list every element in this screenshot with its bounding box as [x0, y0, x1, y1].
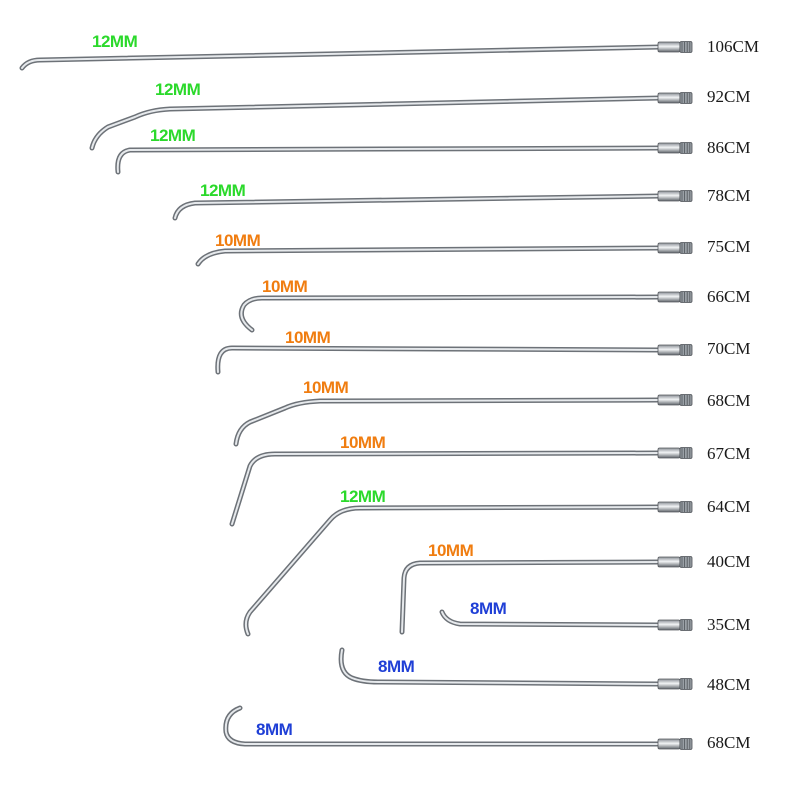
rod-threaded-tip	[679, 142, 693, 154]
rod-threaded-tip	[679, 190, 693, 202]
rod-6	[238, 291, 693, 333]
rod-shaft-highlight	[91, 97, 661, 149]
rod-length-label: 106CM	[707, 37, 759, 56]
rod-length-label: 78CM	[707, 186, 750, 205]
rod-length-label: 92CM	[707, 87, 750, 106]
rod-threaded-tip	[679, 501, 693, 513]
rod-length-label: 64CM	[707, 497, 750, 516]
rod-collar	[657, 619, 681, 631]
rod-shaft-outline	[238, 294, 663, 333]
rod-shaft-highlight	[235, 399, 661, 445]
rod-shaft-highlight	[116, 147, 661, 173]
rod-collar	[657, 344, 681, 356]
rod-shaft-highlight	[216, 347, 661, 373]
rod-shaft-highlight	[21, 46, 661, 69]
rod-threaded-tip	[679, 41, 693, 53]
rod-12	[439, 609, 693, 631]
rod-threaded-tip	[679, 447, 693, 459]
rod-shaft-highlight	[197, 247, 661, 265]
rod-shaft-highlight	[441, 611, 661, 626]
rod-3	[115, 142, 693, 175]
rod-diameter-label: 8MM	[256, 720, 293, 739]
rod-shaft-outline	[115, 145, 663, 175]
rod-shaft-highlight	[174, 195, 661, 219]
rod-shaft-highlight	[231, 452, 661, 525]
rod-threaded-tip	[679, 242, 693, 254]
rod-length-label: 70CM	[707, 339, 750, 358]
rod-collar	[657, 678, 681, 690]
rod-collar	[657, 738, 681, 750]
rod-shaft-highlight	[401, 561, 661, 633]
rod-collar	[657, 394, 681, 406]
rod-length-label: 66CM	[707, 287, 750, 306]
rod-diameter-label: 10MM	[303, 378, 349, 397]
rod-threaded-tip	[679, 92, 693, 104]
rod-diameter-label: 8MM	[378, 657, 415, 676]
rod-shaft-highlight	[340, 649, 661, 685]
rod-length-label: 68CM	[707, 391, 750, 410]
rod-length-label: 68CM	[707, 733, 750, 752]
rod-threaded-tip	[679, 738, 693, 750]
rod-length-label: 86CM	[707, 138, 750, 157]
rod-threaded-tip	[679, 678, 693, 690]
rod-threaded-tip	[679, 344, 693, 356]
rod-diameter-label: 10MM	[340, 433, 386, 452]
rod-13	[338, 647, 693, 690]
rod-shaft-outline	[229, 450, 663, 527]
rod-collar	[657, 242, 681, 254]
rod-threaded-tip	[679, 556, 693, 568]
rod-diameter-label: 10MM	[428, 541, 474, 560]
rod-8	[233, 394, 693, 447]
rod-diameter-label: 10MM	[262, 277, 308, 296]
rod-collar	[657, 291, 681, 303]
rod-shaft-outline	[233, 397, 663, 447]
rod-collar	[657, 447, 681, 459]
rod-collar	[657, 92, 681, 104]
rod-2	[89, 92, 693, 151]
rod-7	[215, 344, 693, 375]
rod-collar	[657, 41, 681, 53]
rod-4	[172, 190, 693, 221]
rod-diameter-label: 12MM	[92, 32, 138, 51]
rod-shaft-outline	[243, 504, 663, 637]
rod-diameter-label: 12MM	[200, 181, 246, 200]
rod-threaded-tip	[679, 291, 693, 303]
rod-diameter-label: 12MM	[340, 487, 386, 506]
rod-collar	[657, 556, 681, 568]
rod-diameter-label: 10MM	[215, 231, 261, 250]
rod-length-label: 67CM	[707, 444, 750, 463]
rod-collar	[657, 190, 681, 202]
rod-diameter-label: 10MM	[285, 328, 331, 347]
rod-5	[195, 242, 693, 267]
rod-9	[229, 447, 693, 527]
rod-shaft-highlight	[240, 296, 661, 331]
rod-shaft-highlight	[244, 506, 661, 635]
rod-collar	[657, 142, 681, 154]
rod-collar	[657, 501, 681, 513]
rod-shaft-outline	[399, 559, 663, 635]
rod-14	[223, 705, 693, 750]
rod-length-label: 75CM	[707, 237, 750, 256]
rod-length-label: 48CM	[707, 675, 750, 694]
rod-1	[19, 41, 693, 71]
rod-threaded-tip	[679, 619, 693, 631]
rod-diameter-label: 12MM	[150, 126, 196, 145]
rod-threaded-tip	[679, 394, 693, 406]
rod-10	[243, 501, 693, 637]
rod-diameter-label: 8MM	[470, 599, 507, 618]
rod-length-label: 35CM	[707, 615, 750, 634]
rod-shaft-outline	[215, 345, 663, 375]
rod-11	[399, 556, 693, 635]
rod-shaft-highlight	[224, 707, 661, 745]
rod-length-label: 40CM	[707, 552, 750, 571]
rod-diameter-label: 12MM	[155, 80, 201, 99]
